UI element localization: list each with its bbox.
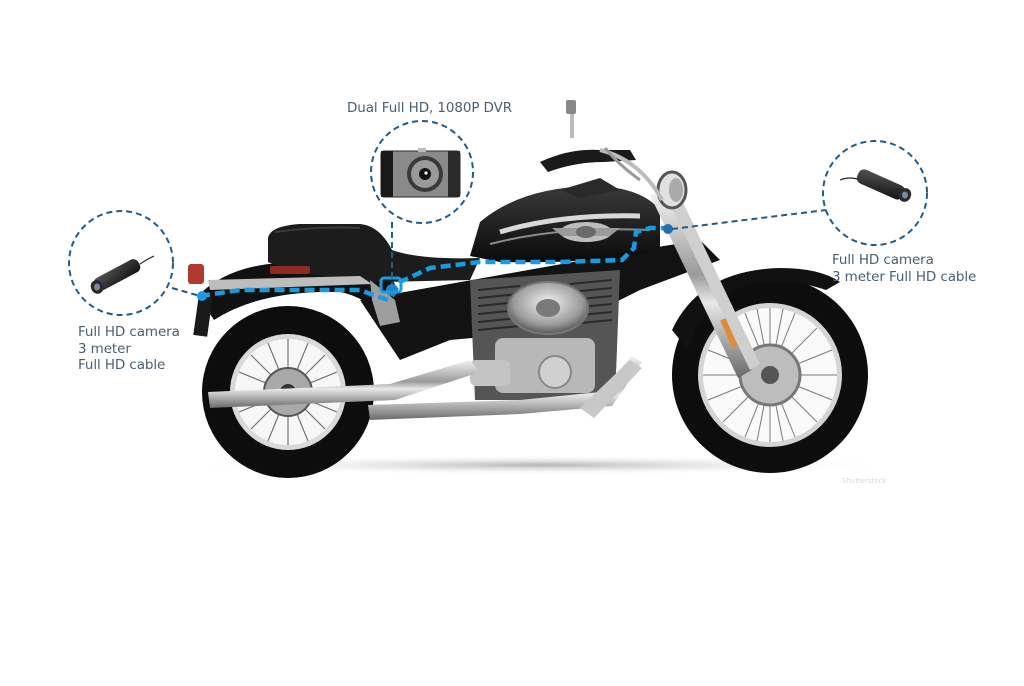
cable-connector-front	[663, 224, 673, 234]
front-fork	[650, 188, 760, 378]
dvr-label: Dual Full HD, 1080P DVR	[347, 100, 512, 117]
watermark: Shutterstock	[842, 477, 887, 485]
bullet-camera-icon	[839, 169, 912, 202]
front-camera-label: Full HD camera 3 meter Full HD cable	[832, 252, 976, 285]
rear-camera-label: Full HD camera 3 meter Full HD cable	[78, 324, 180, 374]
callout-circle-dvr	[370, 120, 474, 224]
bullet-camera-icon	[90, 255, 155, 294]
fuel-tank	[470, 186, 660, 263]
rear-camera-label-line-2: 3 meter	[78, 340, 131, 357]
exhaust-pipes	[208, 356, 642, 420]
rear-bracket	[193, 295, 213, 337]
ground-shadow	[180, 455, 900, 475]
dvr-recorder-icon	[380, 148, 461, 198]
cable-connector-rear	[197, 291, 207, 301]
tank-emblem	[552, 222, 620, 242]
dvr-label-line-1: Dual Full HD, 1080P DVR	[347, 100, 513, 116]
callout-circle-rear-camera	[68, 210, 174, 316]
tail-light	[188, 264, 204, 284]
cable-connector-dvr	[386, 284, 398, 296]
callout-leaders	[171, 209, 827, 297]
engine	[470, 270, 620, 400]
handlebars	[540, 100, 664, 201]
front-camera-label-line-2: 3 meter Full HD cable	[832, 268, 977, 285]
rear-camera-label-line-1: Full HD camera	[78, 324, 180, 340]
front-camera-label-line-1: Full HD camera	[832, 252, 934, 268]
cable-route	[199, 225, 668, 303]
callout-circle-front-camera	[822, 140, 928, 246]
rear-camera-label-line-3: Full HD cable	[78, 357, 166, 373]
headlight	[656, 170, 688, 210]
rear-rail	[208, 276, 372, 290]
